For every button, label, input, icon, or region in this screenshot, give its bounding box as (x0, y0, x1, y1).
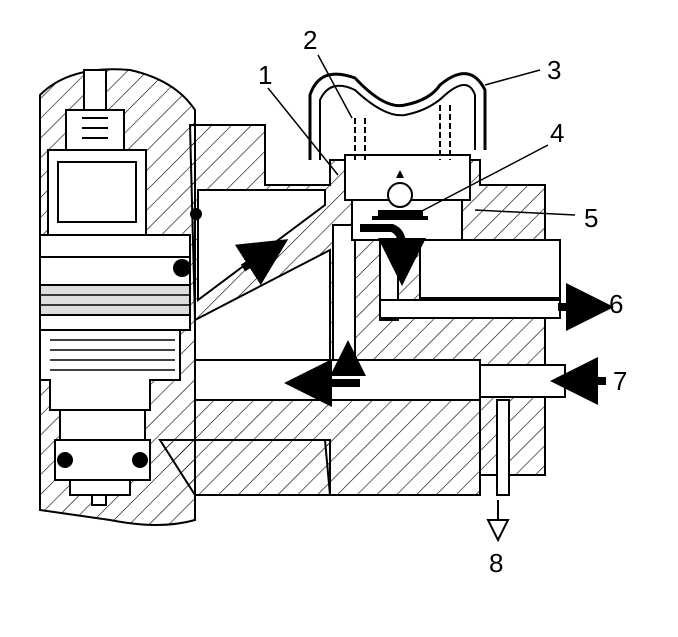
callout-3: 3 (547, 55, 562, 85)
callout-5: 5 (584, 203, 599, 233)
callout-7: 7 (613, 366, 628, 396)
flow-arrows (234, 224, 614, 543)
callout-1: 1 (258, 60, 273, 90)
retainer-clip (308, 72, 487, 160)
callout-4: 4 (550, 118, 565, 148)
callout-leaders (267, 54, 576, 216)
callout-8: 8 (489, 548, 504, 578)
fuel-passage (194, 189, 566, 496)
callout-2: 2 (303, 25, 318, 55)
callout-6: 6 (609, 289, 624, 319)
regulator-valve (344, 105, 471, 241)
fuel-injector (39, 69, 202, 506)
